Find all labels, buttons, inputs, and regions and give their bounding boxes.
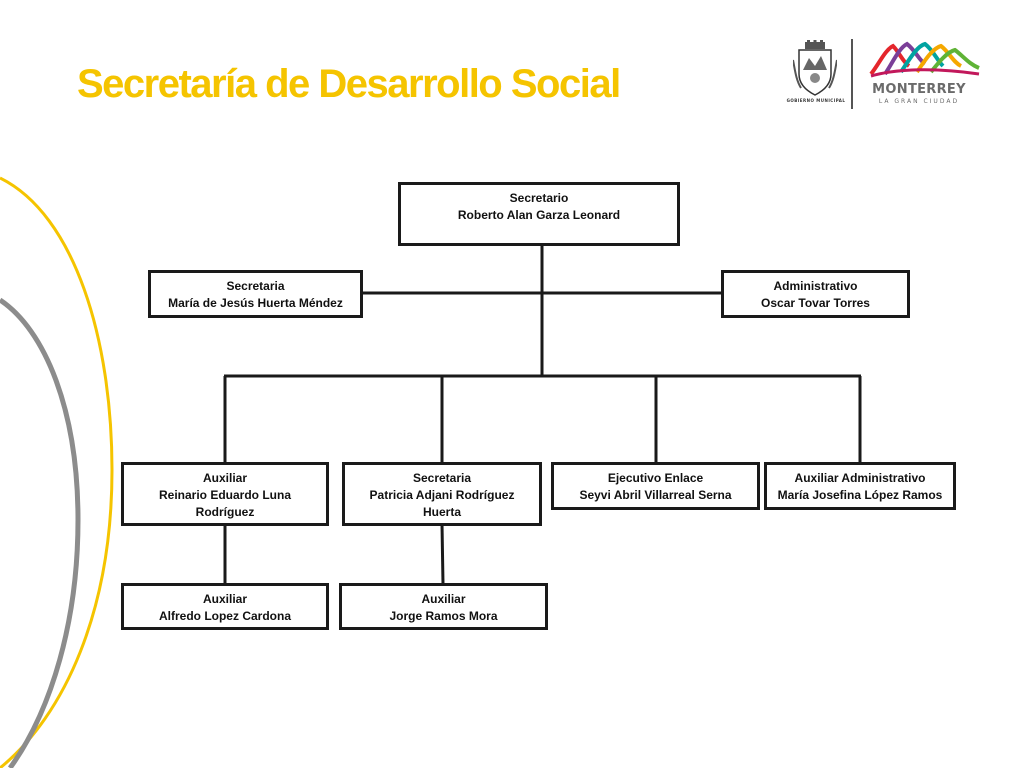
org-box-secretaria-top: Secretaria María de Jesús Huerta Méndez [148, 270, 363, 318]
person-name: Seyvi Abril Villarreal Serna [579, 488, 732, 502]
org-box-auxiliar-jorge: Auxiliar Jorge Ramos Mora [339, 583, 548, 630]
city-tagline: LA GRAN CIUDAD [878, 98, 960, 105]
org-box-administrativo: Administrativo Oscar Tovar Torres [721, 270, 910, 318]
person-name: Jorge Ramos Mora [389, 609, 498, 623]
org-box-auxiliar-alfredo: Auxiliar Alfredo Lopez Cardona [121, 583, 329, 630]
person-name-line2: Huerta [422, 505, 461, 519]
person-name: Oscar Tovar Torres [761, 296, 870, 310]
role-label: Auxiliar Administrativo [794, 471, 926, 485]
role-label: Auxiliar [202, 471, 247, 485]
org-box-secretaria-patricia: Secretaria Patricia Adjani Rodríguez Hue… [342, 462, 542, 526]
logo-divider [851, 39, 853, 109]
yellow-arc [0, 176, 114, 768]
logos: GOBIERNO MUNICIPAL MONTERREY LA GRAN CIU… [785, 36, 985, 110]
person-name-line2: Rodríguez [195, 505, 255, 519]
role-label: Auxiliar [421, 592, 466, 606]
monterrey-mountain-logo-icon [869, 41, 980, 78]
role-label: Secretario [509, 191, 569, 205]
page-title: Secretaría de Desarrollo Social [77, 62, 621, 106]
connector-line [440, 523, 445, 585]
role-label: Ejecutivo Enlace [607, 471, 704, 485]
person-name: Alfredo Lopez Cardona [158, 609, 291, 623]
role-label: Administrativo [773, 279, 858, 293]
role-label: Secretaria [226, 279, 285, 293]
municipal-crest-icon [793, 40, 837, 96]
role-label: Auxiliar [202, 592, 247, 606]
crest-caption: GOBIERNO MUNICIPAL [786, 98, 846, 103]
person-name-line1: Reinario Eduardo Luna [158, 488, 291, 502]
org-box-secretario: Secretario Roberto Alan Garza Leonard [398, 182, 680, 246]
org-box-auxiliar-reinario: Auxiliar Reinario Eduardo Luna Rodríguez [121, 462, 329, 526]
org-box-ejecutivo-enlace: Ejecutivo Enlace Seyvi Abril Villarreal … [551, 462, 760, 510]
person-name: Roberto Alan Garza Leonard [457, 208, 621, 222]
role-label: Secretaria [412, 471, 472, 485]
person-name: María de Jesús Huerta Méndez [168, 296, 343, 310]
person-name: María Josefina López Ramos [777, 488, 943, 502]
gray-arc [0, 297, 81, 768]
org-box-auxiliar-administrativo: Auxiliar Administrativo María Josefina L… [764, 462, 956, 510]
person-name-line1: Patricia Adjani Rodríguez [369, 488, 515, 502]
city-name: MONTERREY [872, 82, 966, 97]
